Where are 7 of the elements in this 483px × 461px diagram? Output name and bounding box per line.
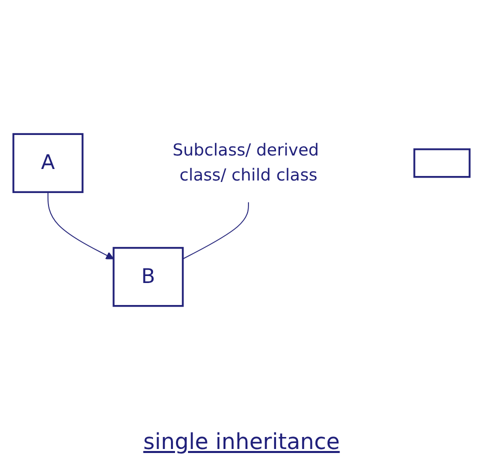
arrow — [48, 192, 114, 260]
caption: single inheritance — [143, 430, 340, 455]
node-box: B — [112, 246, 184, 307]
connector — [182, 201, 249, 260]
node-text: Subclass/ derived class/ child class — [172, 140, 319, 186]
node-box: A — [12, 132, 84, 193]
node-box — [413, 148, 471, 178]
